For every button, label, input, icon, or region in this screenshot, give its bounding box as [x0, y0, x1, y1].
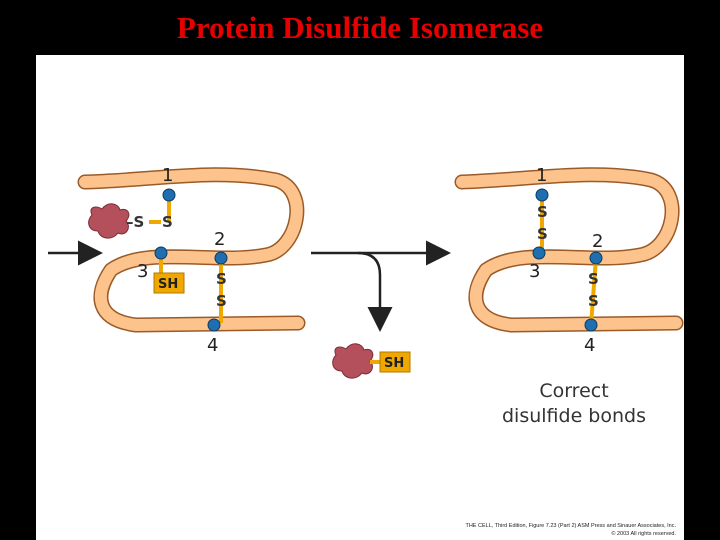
pdi-diagram: 1 2 3 4 –S S S S SH SH 1 2 3 4 S S S S C…	[48, 165, 684, 427]
slide-title: Protein Disulfide Isomerase	[176, 10, 544, 45]
released-thiol-box	[379, 351, 411, 373]
free-thiol-label: SH	[158, 277, 178, 292]
residue-label-1: 1	[536, 165, 547, 186]
caption-line-2: disulfide bonds	[502, 405, 646, 427]
residue-label-2: 2	[214, 229, 225, 250]
residue-label-2: 2	[592, 231, 603, 252]
free-thiol-box	[153, 272, 185, 294]
released-enzyme-shape	[332, 343, 374, 379]
pdi-enzyme-shape	[88, 203, 130, 239]
residue-label-3: 3	[137, 261, 148, 282]
cysteine-dot	[207, 318, 221, 332]
residue-label-4: 4	[584, 335, 595, 356]
pdi-bond-sulfur: –S	[126, 213, 144, 231]
sulfur-label: S	[537, 203, 548, 221]
left-protein-chain	[77, 167, 306, 333]
credit-line-1: THE CELL, Third Edition, Figure 7.23 (Pa…	[465, 523, 676, 529]
sulfur-label: S	[216, 270, 227, 288]
cysteine-dot	[532, 246, 546, 260]
residue-label-4: 4	[207, 335, 218, 356]
sulfur-label: S	[216, 292, 227, 310]
sulfur-label: S	[588, 270, 599, 288]
cysteine-dot	[162, 188, 176, 202]
figure-credit: THE CELL, Third Edition, Figure 7.23 (Pa…	[465, 522, 676, 538]
right-protein-chain	[454, 167, 684, 333]
sulfur-label: S	[588, 292, 599, 310]
credit-line-2: © 2003 All rights reserved.	[611, 531, 676, 537]
bond-line	[589, 257, 598, 326]
figure-panel: 1 2 3 4 –S S S S SH SH 1 2 3 4 S S S S C…	[36, 55, 684, 540]
residue-label-1: 1	[162, 165, 173, 186]
residue-label-3: 3	[529, 261, 540, 282]
sulfur-label: S	[537, 225, 548, 243]
cysteine-dot	[214, 251, 228, 265]
sulfur-label: S	[162, 213, 173, 231]
cysteine-dot	[589, 251, 603, 265]
cysteine-dot	[535, 188, 549, 202]
release-arrow	[311, 251, 393, 332]
released-thiol-label: SH	[384, 356, 404, 371]
caption-line-1: Correct	[539, 380, 608, 402]
cysteine-dot	[584, 318, 598, 332]
cysteine-dot	[154, 246, 168, 260]
